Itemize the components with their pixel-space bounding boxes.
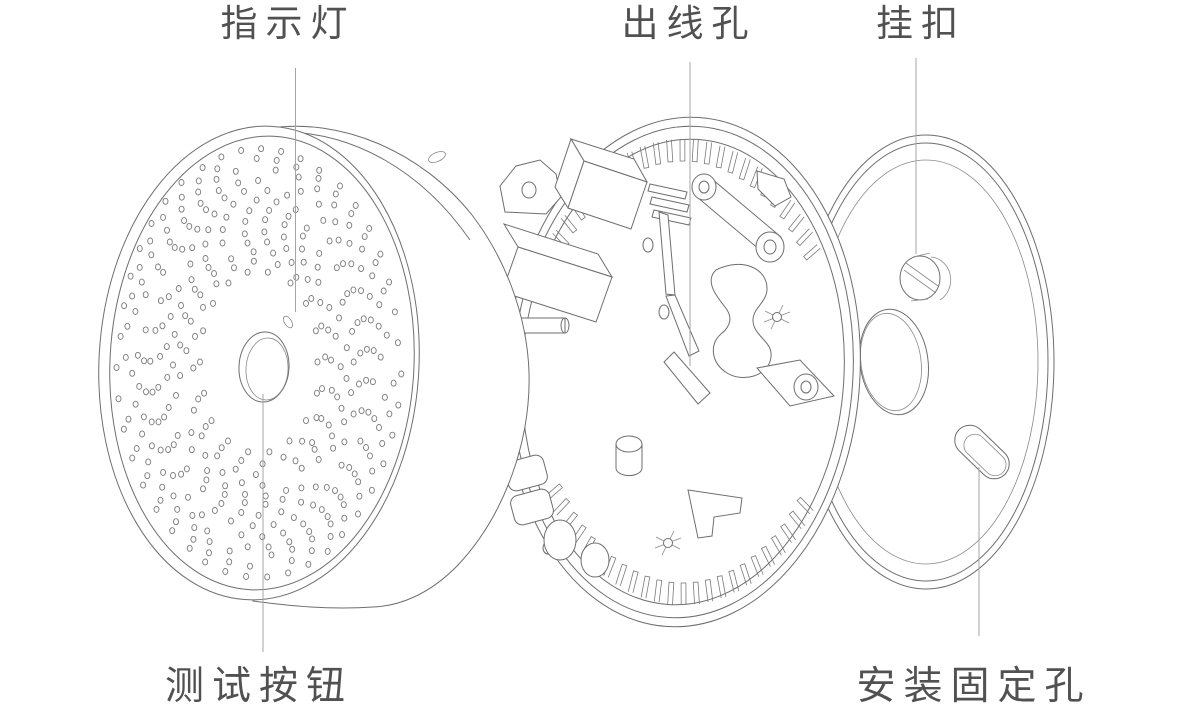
wedge-boss-hole (800, 380, 812, 394)
hook-depth-arc (930, 256, 952, 301)
small-cylinder (615, 443, 643, 477)
mounting-slot-inner (963, 433, 1007, 477)
front-cover (98, 125, 530, 609)
screw-hole-2 (658, 304, 670, 320)
boss-a-hole (698, 180, 710, 194)
leader-lines (262, 58, 980, 652)
indicator-led (283, 315, 293, 329)
star-connector-1 (763, 304, 791, 330)
cover-face-inner (109, 135, 415, 591)
s-slot-piece (710, 264, 772, 379)
label-mounting-hole: 安装固定孔 (856, 665, 1091, 706)
label-test-button: 测试按钮 (165, 665, 353, 706)
hook-head (899, 255, 941, 301)
test-button-bevel (245, 337, 289, 401)
mounting-slot (954, 424, 1010, 480)
pcb-strip-diagonal (665, 294, 700, 357)
screw-hole-1 (642, 237, 654, 253)
chassis (499, 116, 861, 628)
chassis-ear-top (499, 159, 562, 215)
wedge-boss (793, 373, 819, 401)
chassis-ear-hole (521, 181, 537, 199)
label-hook: 挂扣 (876, 3, 966, 44)
buzzer-front (567, 160, 648, 230)
center-opening-inner (860, 312, 922, 412)
cover-back-rim-arc (287, 131, 471, 241)
flag-piece (687, 489, 743, 539)
boss-b-hole (763, 239, 777, 255)
hook-tabs (910, 252, 931, 302)
labels: 指示灯 出线孔 挂扣 测试按钮 安装固定孔 (165, 3, 1091, 706)
rim-oval-detail (428, 151, 446, 163)
chassis-ear-bottom-2 (510, 488, 554, 526)
boss-b-outer (755, 231, 785, 263)
star-connector-2 (654, 530, 682, 556)
chassis-foot-2 (580, 542, 610, 578)
label-indicator-light: 指示灯 (221, 3, 356, 44)
mounting-slot-outer (954, 424, 1010, 480)
small-cylinder-top (615, 435, 643, 453)
label-wire-outlet: 出线孔 (622, 3, 757, 44)
fin-2 (649, 196, 690, 213)
chassis-foot-1 (543, 519, 577, 561)
perforation-holes (113, 145, 405, 581)
chassis-tube-end (560, 317, 570, 334)
arm-bracket (756, 170, 792, 207)
hook-screw (899, 252, 952, 302)
hook-slot (903, 262, 939, 294)
pcb-flap (663, 351, 711, 405)
chassis-internals (501, 137, 835, 556)
fin-1 (647, 183, 688, 200)
boss-a-outer (691, 173, 717, 201)
